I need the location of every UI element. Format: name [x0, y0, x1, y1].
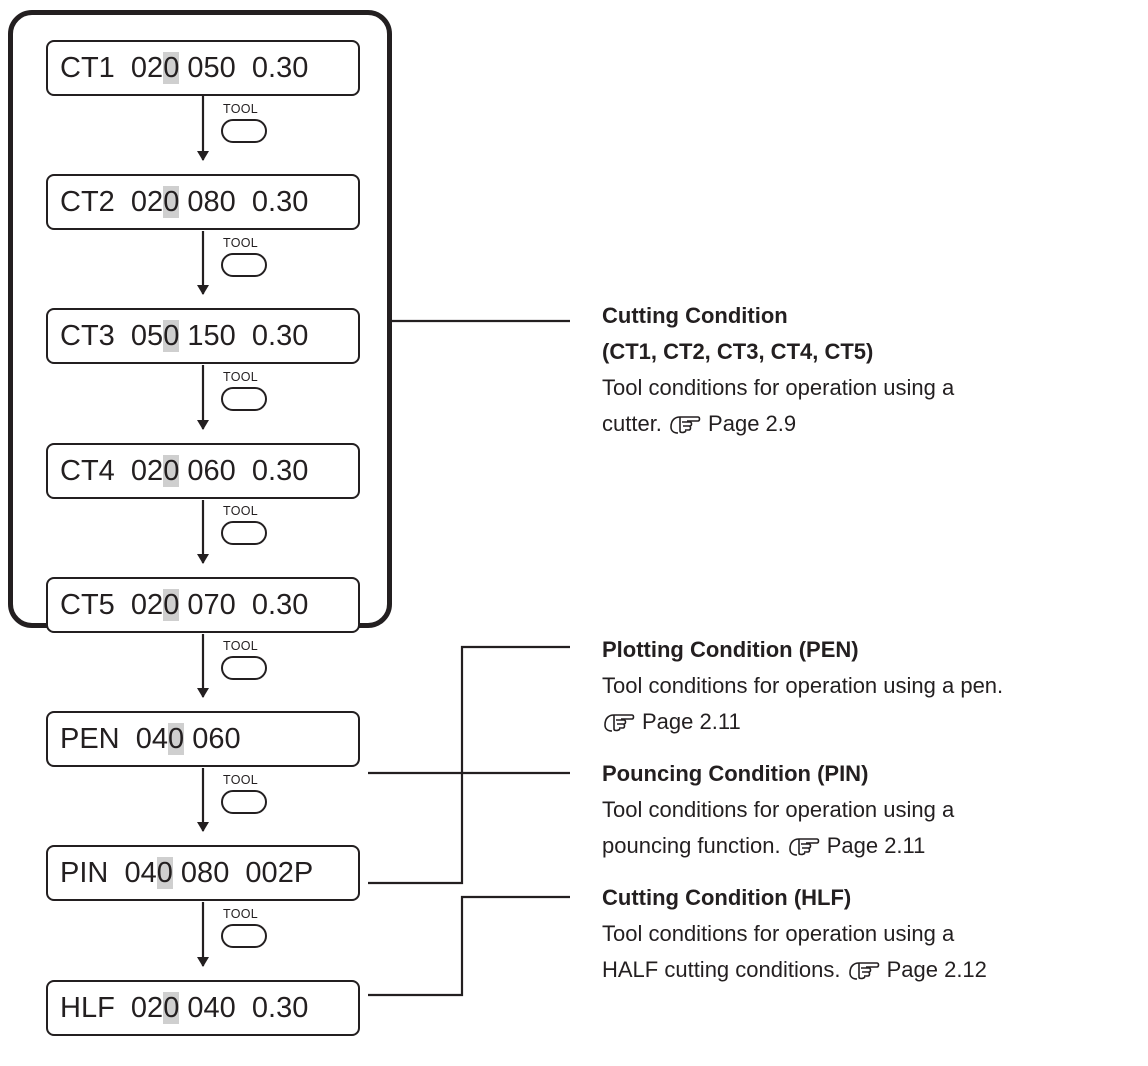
half-cutting-condition-title: Cutting Condition (HLF)	[602, 885, 852, 910]
cursor-highlight: 0	[163, 186, 180, 218]
lcd-pin: PIN 040 080 002P	[46, 845, 360, 901]
leader-plotting	[368, 645, 570, 775]
tool-key	[221, 924, 267, 948]
cursor-highlight: 0	[163, 589, 180, 621]
cursor-highlight: 0	[163, 52, 180, 84]
tool-key	[221, 521, 267, 545]
tool-key-label: TOOL	[223, 370, 259, 384]
cursor-highlight: 0	[163, 992, 180, 1024]
cursor-highlight: 0	[168, 723, 185, 755]
lcd-hlf: HLF 020 040 0.30	[46, 980, 360, 1036]
tool-key-label: TOOL	[223, 236, 259, 250]
pouncing-condition-desc: Tool conditions for operation using a	[602, 797, 955, 822]
tool-key-label: TOOL	[223, 773, 259, 787]
tool-key-label: TOOL	[223, 102, 259, 116]
tool-key	[221, 656, 267, 680]
half-cutting-condition-desc: Tool conditions for operation using a	[602, 921, 955, 946]
pointing-hand-icon	[847, 956, 881, 992]
lcd-ct4: CT4 020 060 0.30	[46, 443, 360, 499]
pouncing-condition-title: Pouncing Condition (PIN)	[602, 761, 869, 786]
tool-key-label: TOOL	[223, 907, 259, 921]
pointing-hand-icon	[787, 832, 821, 868]
plotting-condition-ref: Page 2.11	[602, 704, 741, 744]
cutting-condition-subtitle: (CT1, CT2, CT3, CT4, CT5)	[602, 339, 874, 364]
plotting-condition-desc: Tool conditions for operation using a pe…	[602, 673, 1004, 698]
cursor-highlight: 0	[163, 320, 180, 352]
half-cutting-condition-ref: HALF cutting conditions. Page 2.12	[602, 952, 987, 992]
tool-key-label: TOOL	[223, 504, 259, 518]
leader-pouncing	[368, 771, 570, 885]
cursor-highlight: 0	[163, 455, 180, 487]
tool-key-label: TOOL	[223, 639, 259, 653]
pointing-hand-icon	[602, 708, 636, 744]
cutting-condition-desc: Tool conditions for operation using a	[602, 375, 955, 400]
tool-key	[221, 387, 267, 411]
cursor-highlight: 0	[156, 857, 173, 889]
tool-key	[221, 790, 267, 814]
tool-key	[221, 253, 267, 277]
tool-key	[221, 119, 267, 143]
plotting-condition-title: Plotting Condition (PEN)	[602, 637, 859, 662]
leader-half	[368, 895, 570, 997]
lcd-ct1: CT1 020 050 0.30	[46, 40, 360, 96]
lcd-pen: PEN 040 060	[46, 711, 360, 767]
lcd-ct3: CT3 050 150 0.30	[46, 308, 360, 364]
lcd-ct5: CT5 020 070 0.30	[46, 577, 360, 633]
pouncing-condition-ref: pouncing function. Page 2.11	[602, 828, 925, 868]
cutting-condition-ref: cutter. Page 2.9	[602, 406, 796, 446]
lcd-ct2: CT2 020 080 0.30	[46, 174, 360, 230]
cutting-condition-title: Cutting Condition	[602, 303, 788, 328]
pointing-hand-icon	[668, 410, 702, 446]
